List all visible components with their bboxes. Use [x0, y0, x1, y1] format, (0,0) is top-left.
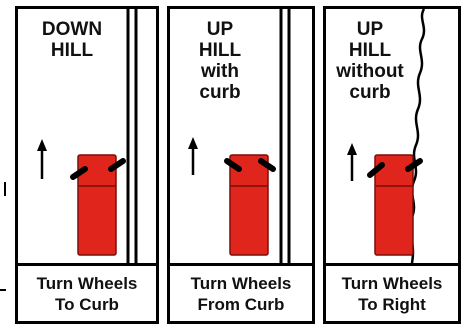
up-arrow-icon: [188, 137, 198, 175]
edge-mark: [0, 289, 6, 291]
caption-box: Turn Wheels To Curb: [18, 263, 156, 321]
panel-caption: Turn Wheels From Curb: [191, 273, 292, 315]
caption-box: Turn Wheels To Right: [326, 263, 458, 321]
panel-uphill-without-curb: UP HILL without curb Turn Wheels To Righ…: [323, 6, 461, 324]
car-icon: [227, 155, 273, 255]
car-icon: [73, 155, 123, 255]
panel-caption: Turn Wheels To Curb: [37, 273, 138, 315]
up-arrow-icon: [37, 139, 47, 179]
panel-caption: Turn Wheels To Right: [342, 273, 443, 315]
car-icon: [370, 155, 420, 255]
road-area: DOWN HILL: [18, 9, 156, 263]
up-arrow-icon: [347, 143, 357, 181]
road-area: UP HILL without curb: [326, 9, 458, 263]
road-scene: [326, 9, 458, 263]
panel-downhill: DOWN HILL Turn Wheels To Curb: [15, 6, 159, 324]
road-scene: [170, 9, 312, 263]
panel-uphill-with-curb: UP HILL with curb Turn Wheels From Curb: [167, 6, 315, 324]
road-area: UP HILL with curb: [170, 9, 312, 263]
road-scene: [18, 9, 156, 263]
edge-mark: [4, 182, 6, 196]
caption-box: Turn Wheels From Curb: [170, 263, 312, 321]
